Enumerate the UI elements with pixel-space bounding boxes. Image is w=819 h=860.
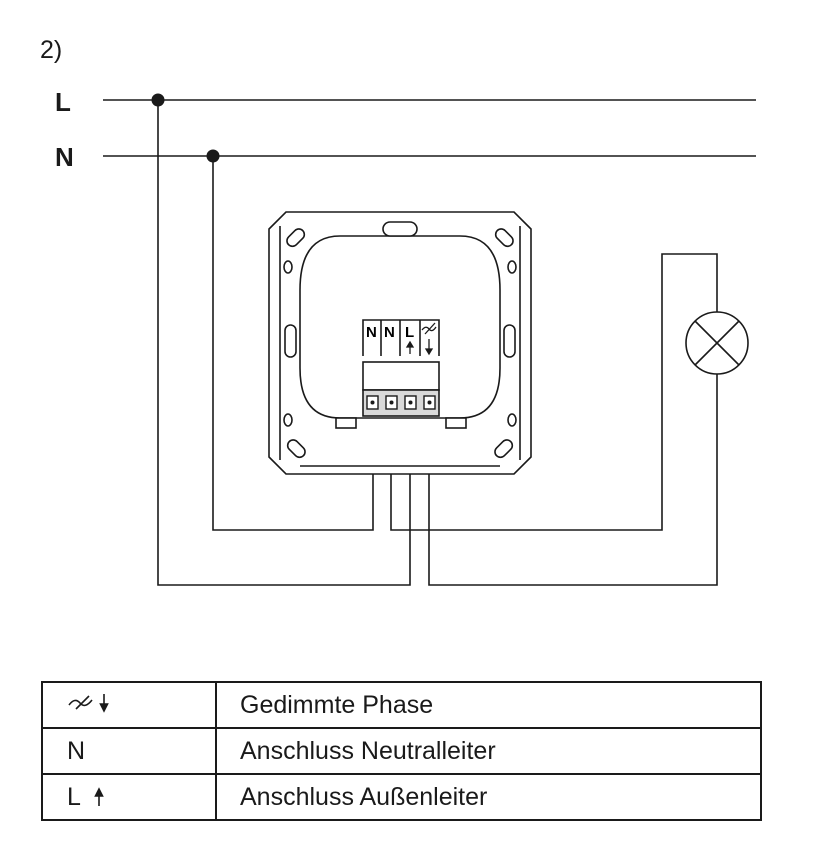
phase-bus-label: L <box>55 87 71 117</box>
wiring-diagram: N N L <box>103 93 756 586</box>
neutral-bus-label: N <box>55 142 74 172</box>
neutral-junction-dot <box>206 149 220 163</box>
phase-feed-wire <box>157 100 411 586</box>
legend-row: L Anschluss Außenleiter <box>41 773 762 821</box>
lamp-icon <box>685 311 749 375</box>
legend-symbol-cell: L <box>41 773 217 821</box>
legend-description: Gedimmte Phase <box>215 681 762 729</box>
terminal-label-n1: N <box>366 324 377 341</box>
terminal-dimmed-phase-icon <box>421 322 437 356</box>
dimmer-insert <box>268 211 532 475</box>
legend-symbol-text: N <box>67 736 86 765</box>
dimmed-phase-arrow-down-icon <box>68 693 109 713</box>
legend-symbol-text: L <box>67 782 80 811</box>
terminal-l-arrow-up-icon <box>405 340 415 354</box>
phase-junction-dot <box>151 93 165 107</box>
legend-table: Gedimmte Phase N Anschluss Neutralleiter… <box>41 681 762 821</box>
legend-description: Anschluss Neutralleiter <box>215 727 762 775</box>
terminal-label-l: L <box>405 324 414 341</box>
legend-symbol-cell: N <box>41 727 217 775</box>
dimmed-phase-wire <box>428 374 718 586</box>
legend-symbol-cell <box>41 681 217 729</box>
legend-description: Anschluss Außenleiter <box>215 773 762 821</box>
legend-row: Gedimmte Phase <box>41 681 762 729</box>
neutral-lamp-wire <box>390 253 718 531</box>
terminal-label-n2: N <box>384 324 395 341</box>
step-label: 2) <box>40 36 63 64</box>
legend-row: N Anschluss Neutralleiter <box>41 727 762 775</box>
phase-arrow-up-icon <box>94 786 104 806</box>
